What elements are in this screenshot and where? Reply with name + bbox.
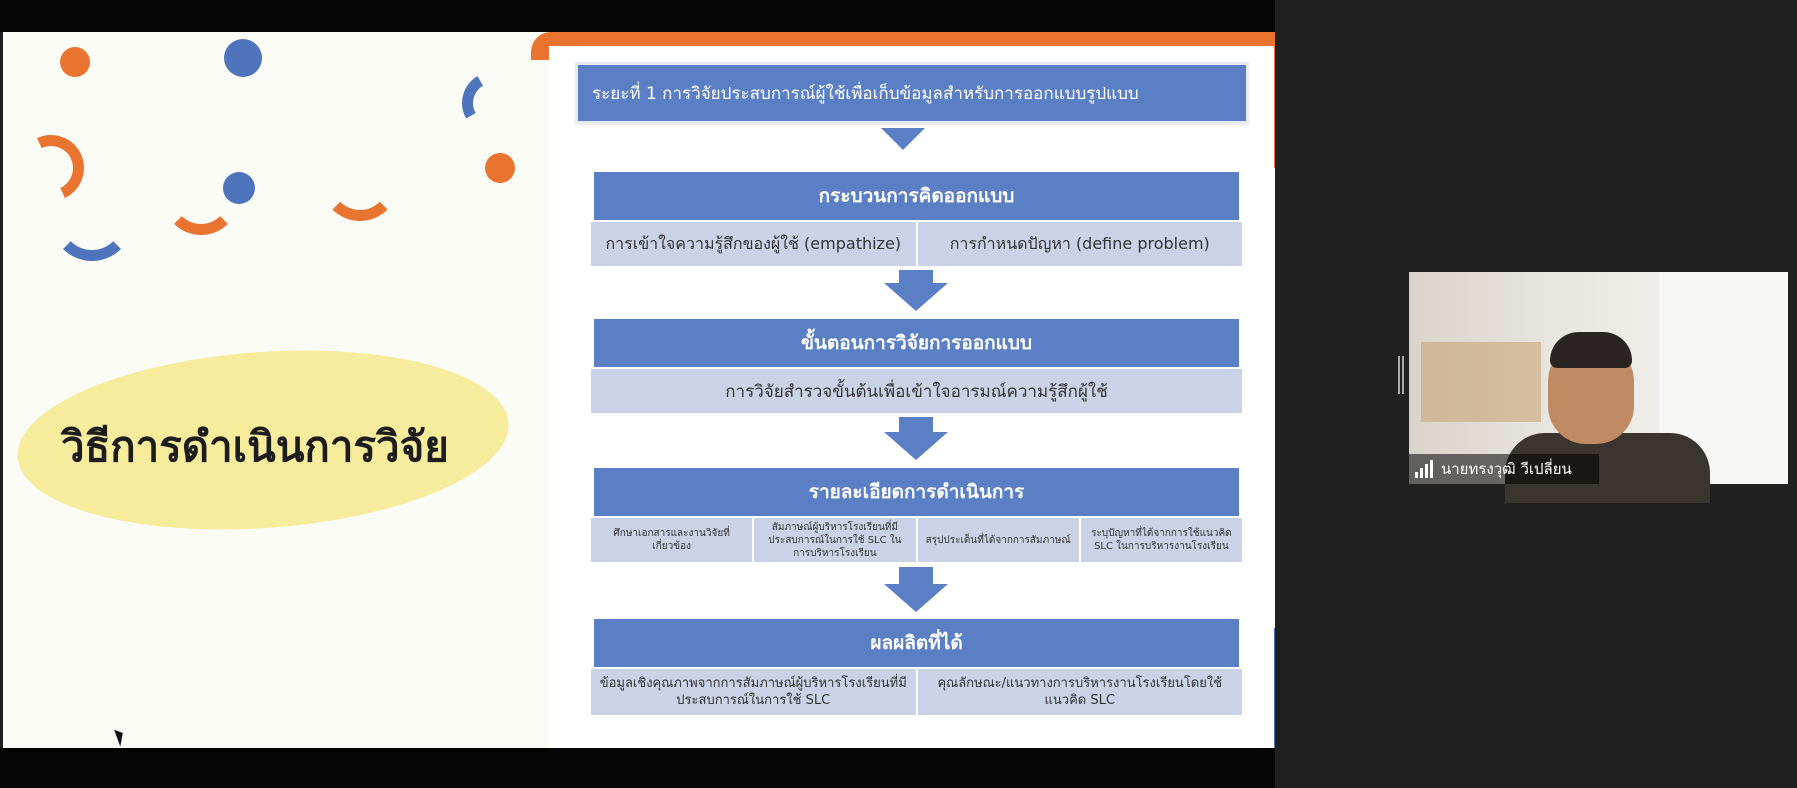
participant-name-bar: นายทรงวุฒิ วีเปลี่ยน — [1409, 454, 1599, 484]
flow-arrow — [884, 432, 948, 460]
section-cell: สรุปประเด็นที่ได้จากการสัมภาษณ์ — [915, 518, 1079, 562]
section-heading: ขั้นตอนการวิจัยการออกแบบ — [594, 319, 1239, 367]
flow-arrow-stem — [899, 417, 933, 433]
section-cell: การกำหนดปัญหา (define problem) — [915, 222, 1243, 266]
decor-dot-blue — [223, 172, 255, 204]
decor-arc-orange — [321, 143, 399, 221]
section-heading: กระบวนการคิดออกแบบ — [594, 172, 1239, 220]
decor-dot-orange — [485, 153, 515, 183]
section-heading-text: รายละเอียดการดำเนินการ — [808, 481, 1025, 503]
decor-arc-orange — [163, 159, 239, 235]
section-cell: การเข้าใจความรู้สึกของผู้ใช้ (empathize) — [605, 233, 902, 253]
shared-slide: วิธีการดำเนินการวิจัย ระยะที่ 1 การวิจัย… — [3, 32, 1275, 748]
decor-dot-blue — [224, 39, 262, 77]
flow-arrow — [884, 584, 948, 612]
decor-arc-blue — [51, 179, 133, 261]
section-cell: การวิจัยสำรวจขั้นต้นเพื่อเข้าใจอารมณ์ควา… — [725, 381, 1108, 402]
flow-arrow-stem — [899, 270, 933, 284]
section-body: ข้อมูลเชิงคุณภาพจากการสัมภาษณ์ผู้บริหารโ… — [591, 669, 1242, 715]
flow-arrow-stem — [899, 567, 933, 585]
flow-arrow — [881, 128, 925, 150]
participant-hair — [1550, 332, 1632, 368]
section-body: การเข้าใจความรู้สึกของผู้ใช้ (empathize)… — [591, 222, 1242, 266]
section-heading-text: ขั้นตอนการวิจัยการออกแบบ — [800, 332, 1033, 354]
section-cell: ศึกษาเอกสารและงานวิจัยที่เกี่ยวข้อง — [613, 528, 730, 552]
section-cell: สัมภาษณ์ผู้บริหารโรงเรียนที่มีประสบการณ์… — [752, 518, 915, 562]
participant-name: นายทรงวุฒิ วีเปลี่ยน — [1441, 460, 1572, 478]
decor-arc-blue — [455, 65, 531, 141]
section-cell: ข้อมูลเชิงคุณภาพจากการสัมภาษณ์ผู้บริหารโ… — [599, 676, 907, 708]
video-background-shelf — [1421, 342, 1541, 422]
signal-bars-icon — [1415, 460, 1435, 478]
section-heading-text: ผลผลิตที่ได้ — [870, 632, 963, 654]
meeting-top-bar — [0, 0, 1275, 32]
section-cell: คุณลักษณะ/แนวทางการบริหารงานโรงเรียนโดยใ… — [915, 669, 1243, 715]
section-body: การวิจัยสำรวจขั้นต้นเพื่อเข้าใจอารมณ์ควา… — [591, 369, 1242, 413]
section-cell: ระบุปัญหาที่ได้จากการใช้แนวคิด SLC ในการ… — [1078, 518, 1242, 562]
section-heading: รายละเอียดการดำเนินการ — [594, 468, 1239, 516]
participant-video-tile[interactable] — [1409, 272, 1788, 484]
meeting-bottom-bar — [0, 748, 1275, 788]
decor-dot-orange — [60, 47, 90, 77]
section-body: ศึกษาเอกสารและงานวิจัยที่เกี่ยวข้อง สัมภ… — [591, 518, 1242, 562]
phase-label-text: ระยะที่ 1 การวิจัยประสบการณ์ผู้ใช้เพื่อเ… — [592, 83, 1139, 104]
flow-arrow — [884, 283, 948, 311]
phase-label: ระยะที่ 1 การวิจัยประสบการณ์ผู้ใช้เพื่อเ… — [578, 65, 1246, 121]
section-heading: ผลผลิตที่ได้ — [594, 619, 1239, 667]
slide-title: วิธีการดำเนินการวิจัย — [61, 422, 449, 471]
section-heading-text: กระบวนการคิดออกแบบ — [818, 185, 1015, 207]
resize-handle[interactable] — [1398, 356, 1404, 394]
